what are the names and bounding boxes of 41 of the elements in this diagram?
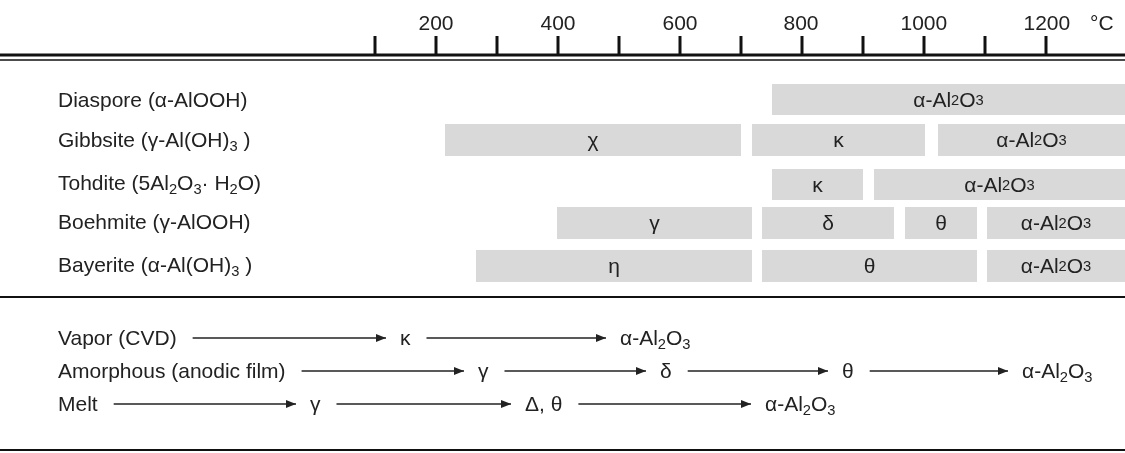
phase-label: Melt (58, 392, 98, 416)
tick-label: 1000 (900, 11, 948, 35)
mineral-label: Diaspore (α-AlOOH) (58, 88, 248, 112)
phase-bar: κ (772, 169, 863, 200)
mineral-label: Tohdite (5Al$_{2}$O$_{3}$· H$_{2}$O) (58, 171, 262, 195)
arrow (686, 366, 829, 376)
phase-bar: η (476, 250, 752, 282)
arrow (868, 366, 1009, 376)
tick-label: 800 (783, 11, 819, 35)
phase-label: δ (660, 359, 672, 383)
phase-bar: θ (762, 250, 977, 282)
phase-label: Vapor (CVD) (58, 326, 177, 350)
mineral-label: Gibbsite (γ-Al(OH)$_{3}$ ) (58, 128, 251, 152)
phase-label: γ (478, 359, 489, 383)
tick-label: 400 (540, 11, 576, 35)
tick-label: 1200 (1023, 11, 1071, 35)
mineral-label: Bayerite (α-Al(OH)$_{3}$ ) (58, 253, 253, 277)
arrow (503, 366, 647, 376)
phase-label: Amorphous (anodic film) (58, 359, 286, 383)
arrow (300, 366, 465, 376)
tick-label: 200 (418, 11, 454, 35)
phase-label: θ (842, 359, 854, 383)
arrow (112, 399, 297, 409)
phase-bar: χ (445, 124, 741, 156)
tick-label: 600 (662, 11, 698, 35)
phase-label: α-Al$_{2}$O$_{3}$ (1022, 359, 1093, 383)
phase-bar: δ (762, 207, 894, 239)
phase-bar: γ (557, 207, 752, 239)
phase-label: γ (310, 392, 321, 416)
mineral-label: Boehmite (γ-AlOOH) (58, 210, 251, 234)
phase-label: Δ, θ (525, 392, 563, 416)
arrow (335, 399, 512, 409)
phase-bar: κ (752, 124, 925, 156)
phase-label: κ (400, 326, 411, 350)
arrow (425, 333, 607, 343)
tick-label: °C (1090, 11, 1114, 35)
arrow (191, 333, 387, 343)
phase-label: α-Al$_{2}$O$_{3}$ (765, 392, 836, 416)
phase-bar: θ (905, 207, 977, 239)
phase-label: α-Al$_{2}$O$_{3}$ (620, 326, 691, 350)
arrow (577, 399, 752, 409)
